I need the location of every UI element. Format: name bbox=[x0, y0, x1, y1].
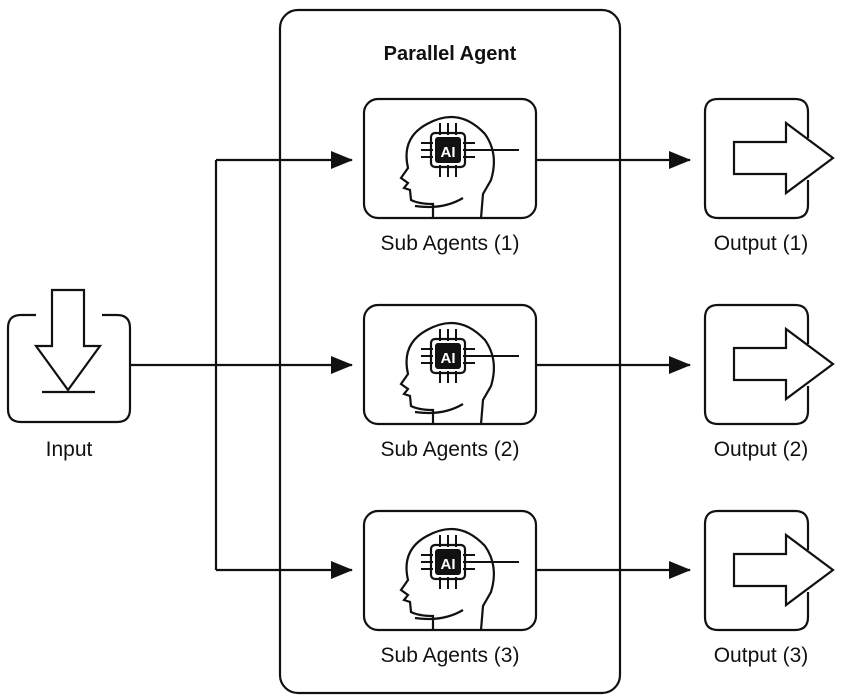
output-3: Output (3) bbox=[703, 509, 835, 667]
output-label: Output (3) bbox=[714, 644, 809, 667]
chip-text: AI bbox=[441, 350, 456, 367]
exit-arrow-icon bbox=[703, 303, 835, 426]
output-label: Output (2) bbox=[714, 438, 809, 461]
connectors bbox=[130, 151, 691, 579]
chip-text: AI bbox=[441, 556, 456, 573]
output-2: Output (2) bbox=[703, 303, 835, 461]
sub-agent-1: AI Sub Agents (1) bbox=[362, 97, 538, 255]
input-node: Input bbox=[6, 288, 132, 461]
sub-agent-label: Sub Agents (1) bbox=[381, 232, 520, 255]
sub-agent-label: Sub Agents (3) bbox=[381, 644, 520, 667]
chip-text: AI bbox=[441, 144, 456, 161]
output-1: Output (1) bbox=[703, 97, 835, 255]
exit-arrow-icon bbox=[703, 509, 835, 632]
container-title: Parallel Agent bbox=[384, 43, 517, 65]
exit-arrow-icon bbox=[703, 97, 835, 220]
output-label: Output (1) bbox=[714, 232, 809, 255]
sub-agent-3: AI Sub Agents (3) bbox=[362, 509, 538, 667]
download-arrow-icon bbox=[6, 288, 132, 424]
sub-agent-label: Sub Agents (2) bbox=[381, 438, 520, 461]
input-label: Input bbox=[46, 438, 93, 461]
sub-agent-2: AI Sub Agents (2) bbox=[362, 303, 538, 461]
parallel-agent-container: Parallel Agent bbox=[278, 8, 622, 695]
